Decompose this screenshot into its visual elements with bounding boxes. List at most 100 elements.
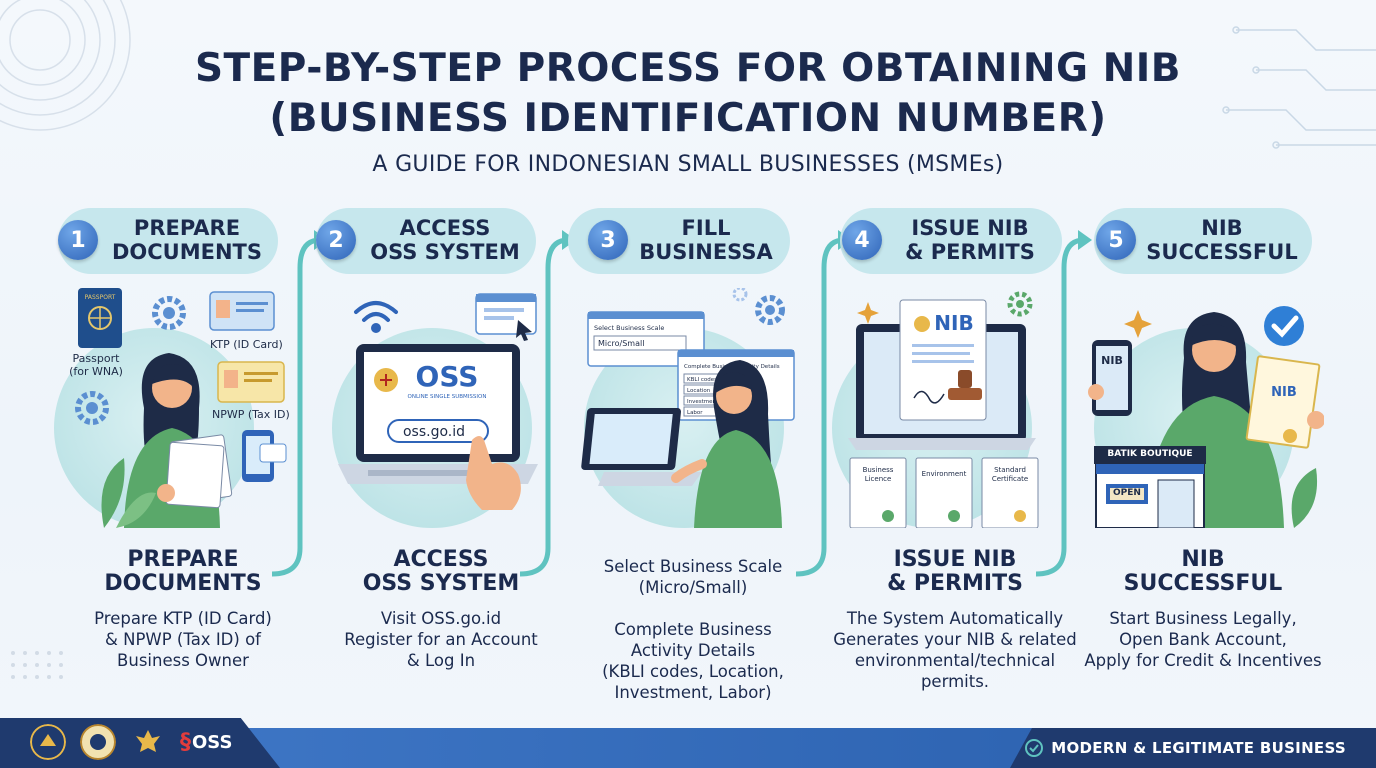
footer-right-panel: MODERN & LEGITIMATE BUSINESS (1010, 728, 1376, 768)
step-2-number: 2 (316, 220, 356, 260)
seal-logo-icon (80, 724, 116, 760)
permit-business-licence: Business Licence (862, 466, 894, 483)
passport-text: PASSPORT (85, 294, 116, 301)
step-3: 3 FILL BUSINESSA Select Business Scale M… (568, 208, 818, 708)
woman-typing-illustration (671, 360, 782, 528)
npwp-card-icon (217, 361, 285, 403)
flow-arrow-4 (1036, 230, 1092, 577)
form2-row-1: KBLI codes (687, 377, 717, 383)
check-badge-icon (1264, 306, 1304, 346)
step-4-pill: 4 ISSUE NIB & PERMITS (840, 208, 1062, 274)
step-3-pill-label: FILL BUSINESSA (639, 216, 773, 264)
step-2-illustration: OSS ONLINE SINGLE SUBMISSION oss.go.id (322, 288, 562, 528)
step-4-heading: ISSUE NIB & PERMITS (887, 547, 1023, 596)
sparkle-icon (1124, 310, 1152, 338)
wifi-icon (354, 301, 398, 333)
ministry-logo-icon (30, 724, 66, 760)
passport-label: Passport (for WNA) (69, 352, 123, 378)
step-2-description: Visit OSS.go.id Register for an Account … (344, 609, 538, 670)
nib-document-icon: NIB (899, 299, 987, 421)
page-header: STEP-BY-STEP PROCESS FOR OBTAINING NIB (… (0, 44, 1376, 177)
phone-nib-icon: NIB (1088, 340, 1132, 416)
form1-value: Micro/Small (598, 339, 644, 348)
footer-logos: §OSS (30, 724, 232, 760)
step-3-number: 3 (588, 220, 628, 260)
nib-certificate-icon: NIB (1245, 355, 1324, 449)
open-sign: OPEN (1113, 488, 1141, 498)
sparkle-icon (857, 302, 879, 324)
npwp-label: NPWP (Tax ID) (212, 408, 290, 421)
check-circle-icon (1025, 739, 1044, 757)
step-2: 2 ACCESS OSS SYSTEM (316, 208, 566, 708)
step-5-pill: 5 NIB SUCCESSFUL (1094, 208, 1312, 274)
gear-icon (75, 391, 109, 425)
step-4-pill-label: ISSUE NIB & PERMITS (905, 216, 1035, 264)
standard-certificate-document (981, 457, 1039, 528)
step-5-illustration: NIB NIB BATIK BOUTIQUE OPEN (1084, 288, 1324, 528)
oss-footer-text: OSS (192, 731, 233, 753)
ktp-label: KTP (ID Card) (210, 338, 283, 351)
browser-window-icon (475, 293, 537, 341)
footer-band (230, 728, 1060, 768)
step-5-pill-label: NIB SUCCESSFUL (1146, 216, 1298, 264)
step-2-heading: ACCESS OSS SYSTEM (362, 547, 520, 596)
step-3-description: Select Business Scale (Micro/Small) Comp… (602, 557, 784, 702)
step-1-illustration: PASSPORT (54, 288, 304, 528)
phone-icon (242, 430, 287, 482)
step-3-pill: 3 FILL BUSINESSA (568, 208, 790, 274)
step-5-description: Start Business Legally, Open Bank Accoun… (1084, 609, 1322, 670)
title-line-1: STEP-BY-STEP PROCESS FOR OBTAINING NIB (194, 46, 1182, 91)
step-2-pill: 2 ACCESS OSS SYSTEM (316, 208, 536, 274)
business-licence-document (849, 457, 907, 528)
step-1-heading: PREPARE DOCUMENTS (104, 547, 262, 596)
stamp-icon (948, 370, 982, 400)
step-5-number: 5 (1096, 220, 1136, 260)
pointing-hand-icon (466, 436, 521, 510)
decorative-circles (0, 0, 131, 131)
step-1-pill: 1 PREPARE DOCUMENTS (58, 208, 278, 274)
step-1-number: 1 (58, 220, 98, 260)
form2-row-3: Investment (687, 399, 719, 405)
form1-title: Select Business Scale (594, 324, 664, 332)
form2-row-4: Labor (687, 410, 703, 416)
nib-doc-title: NIB (934, 311, 973, 335)
gear-icon (152, 296, 186, 330)
step-1: 1 PREPARE DOCUMENTS PASSPORT (54, 208, 308, 708)
step-4-description: The System Automatically Generates your … (833, 609, 1077, 691)
environment-document (915, 457, 973, 528)
decorative-dots (11, 651, 63, 679)
garuda-emblem-icon (374, 368, 398, 392)
step-2-pill-label: ACCESS OSS SYSTEM (370, 216, 520, 264)
gear-icon (732, 288, 785, 325)
phone-nib-text: NIB (1101, 354, 1123, 367)
page-title: STEP-BY-STEP PROCESS FOR OBTAINING NIB (… (0, 44, 1376, 144)
form-window-business-scale: Select Business Scale Micro/Small (587, 311, 705, 367)
title-line-2: (BUSINESS IDENTIFICATION NUMBER) (269, 96, 1107, 141)
oss-logo-text: OSS (416, 360, 479, 393)
footer-tagline: MODERN & LEGITIMATE BUSINESS (1051, 739, 1346, 757)
oss-footer-logo: §OSS (180, 730, 232, 755)
leaf-decoration (101, 458, 156, 528)
shop-sign: BATIK BOUTIQUE (1107, 449, 1193, 459)
passport-icon: PASSPORT (78, 288, 122, 348)
form2-row-2: Location (687, 388, 711, 394)
garuda-logo-icon (136, 730, 160, 752)
decorative-circuit-lines (1222, 26, 1376, 149)
shop-front-illustration (1094, 446, 1206, 528)
leaf-decoration (1291, 468, 1318, 528)
oss-logo-subtext: ONLINE SINGLE SUBMISSION (408, 394, 487, 400)
ktp-card-icon (209, 291, 275, 331)
step-1-description: Prepare KTP (ID Card) & NPWP (Tax ID) of… (94, 609, 272, 670)
oss-swirl-icon: § (180, 729, 191, 755)
page-subtitle: A GUIDE FOR INDONESIAN SMALL BUSINESSES … (372, 152, 1004, 177)
step-5: 5 NIB SUCCESSFUL NIB (1078, 208, 1328, 708)
step-5-heading: NIB SUCCESSFUL (1123, 547, 1283, 596)
step-4: 4 ISSUE NIB & PERMITS NIB (816, 208, 1077, 708)
step-3-illustration: Select Business Scale Micro/Small Comple… (574, 288, 814, 528)
permit-standard-certificate: Standard Certificate (991, 466, 1029, 483)
url-bar-text: oss.go.id (403, 424, 465, 440)
gear-icon (1007, 291, 1033, 317)
step-4-number: 4 (842, 220, 882, 260)
certificate-nib-text: NIB (1271, 385, 1297, 400)
step-4-illustration: NIB Business Licence (822, 288, 1062, 528)
